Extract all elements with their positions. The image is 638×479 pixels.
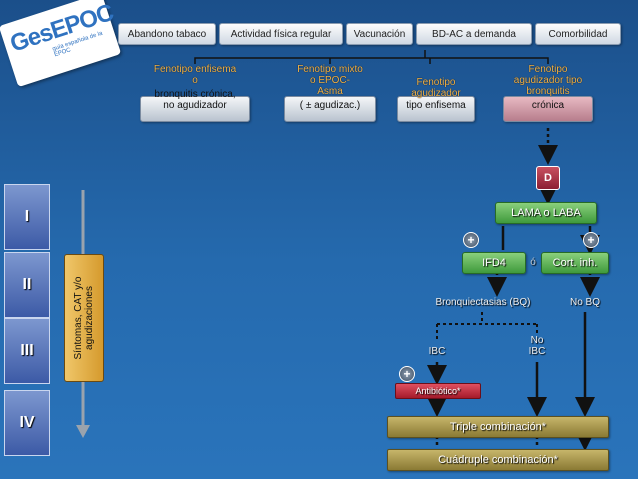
phenotype-label-line: Fenotipo mixto xyxy=(297,64,363,75)
phenotype-mixto-epoc-asma: Fenotipo mixto o EPOC- Asma ( ± agudizac… xyxy=(284,64,376,122)
plus-icon: + xyxy=(583,232,599,248)
symptom-label: Síntomas, CAT y/o agudizaciones xyxy=(73,276,95,360)
severity-level-i: I xyxy=(4,184,50,250)
no-bq-label: No BQ xyxy=(569,297,600,308)
severity-level-iii: III xyxy=(4,318,50,384)
phenotype-label-line: bronquitis xyxy=(526,86,570,97)
no-ibc-label: No IBC xyxy=(520,335,554,357)
phenotype-label-line: agudizador xyxy=(411,88,461,99)
topbar-comorbilidad[interactable]: Comorbilidad xyxy=(535,23,621,45)
phenotype-d-box: D xyxy=(536,166,560,190)
phenotype-agudizador-enfisema: Fenotipo agudizador tipo enfisema xyxy=(397,64,475,122)
phenotype-label-line: Fenotipo xyxy=(416,77,456,88)
phenotype-label-line: o EPOC- xyxy=(309,75,350,86)
severity-level-ii: II xyxy=(4,252,50,318)
topbar-abandono-tabaco[interactable]: Abandono tabaco xyxy=(118,23,216,45)
cort-inh-box: Cort. inh. xyxy=(541,252,609,274)
antibiotico-box: Antibiótico* xyxy=(395,383,481,399)
phenotype-agudizador-bronquitis: Fenotipo agudizador tipo bronquitis crón… xyxy=(503,64,593,122)
phenotype-box-line: no agudizador xyxy=(163,100,227,111)
phenotype-enfisema-no-agudizador: Fenotipo enfisema o bronquitis crónica, … xyxy=(140,64,250,122)
bronquiectasias-label: Bronquiectasias (BQ) xyxy=(435,297,531,308)
topbar-actividad-fisica[interactable]: Actividad física regular xyxy=(219,23,343,45)
plus-icon: + xyxy=(463,232,479,248)
ifd4-box: IFD4 xyxy=(462,252,526,274)
no-ibc-line: IBC xyxy=(528,346,546,357)
phenotype-label-line: Fenotipo enfisema xyxy=(153,64,237,75)
ibc-label: IBC xyxy=(428,346,446,357)
plus-icon: + xyxy=(399,366,415,382)
severity-level-iv: IV xyxy=(4,390,50,456)
phenotype-label-line: o xyxy=(192,75,198,86)
phenotype-label-line: Asma xyxy=(317,86,343,97)
no-ibc-line: No xyxy=(530,335,544,346)
symptom-label-box: Síntomas, CAT y/o agudizaciones xyxy=(64,254,104,382)
cuadruple-combinacion-box: Cuádruple combinación* xyxy=(387,449,609,471)
phenotype-label-line: Fenotipo xyxy=(528,64,568,75)
triple-combinacion-box: Triple combinación* xyxy=(387,416,609,438)
lama-laba-box: LAMA o LABA xyxy=(495,202,597,224)
phenotype-box-line: crónica xyxy=(531,100,565,111)
topbar-vacunacion[interactable]: Vacunación xyxy=(346,23,413,45)
topbar-bdac-demanda[interactable]: BD-AC a demanda xyxy=(416,23,532,45)
phenotype-box-line: tipo enfisema xyxy=(406,100,466,111)
phenotype-label-line: agudizador tipo xyxy=(513,75,583,86)
or-separator: ó xyxy=(530,257,536,268)
phenotype-box-line: ( ± agudizac.) xyxy=(299,100,361,111)
phenotype-box-line: bronquitis crónica, xyxy=(154,89,236,100)
